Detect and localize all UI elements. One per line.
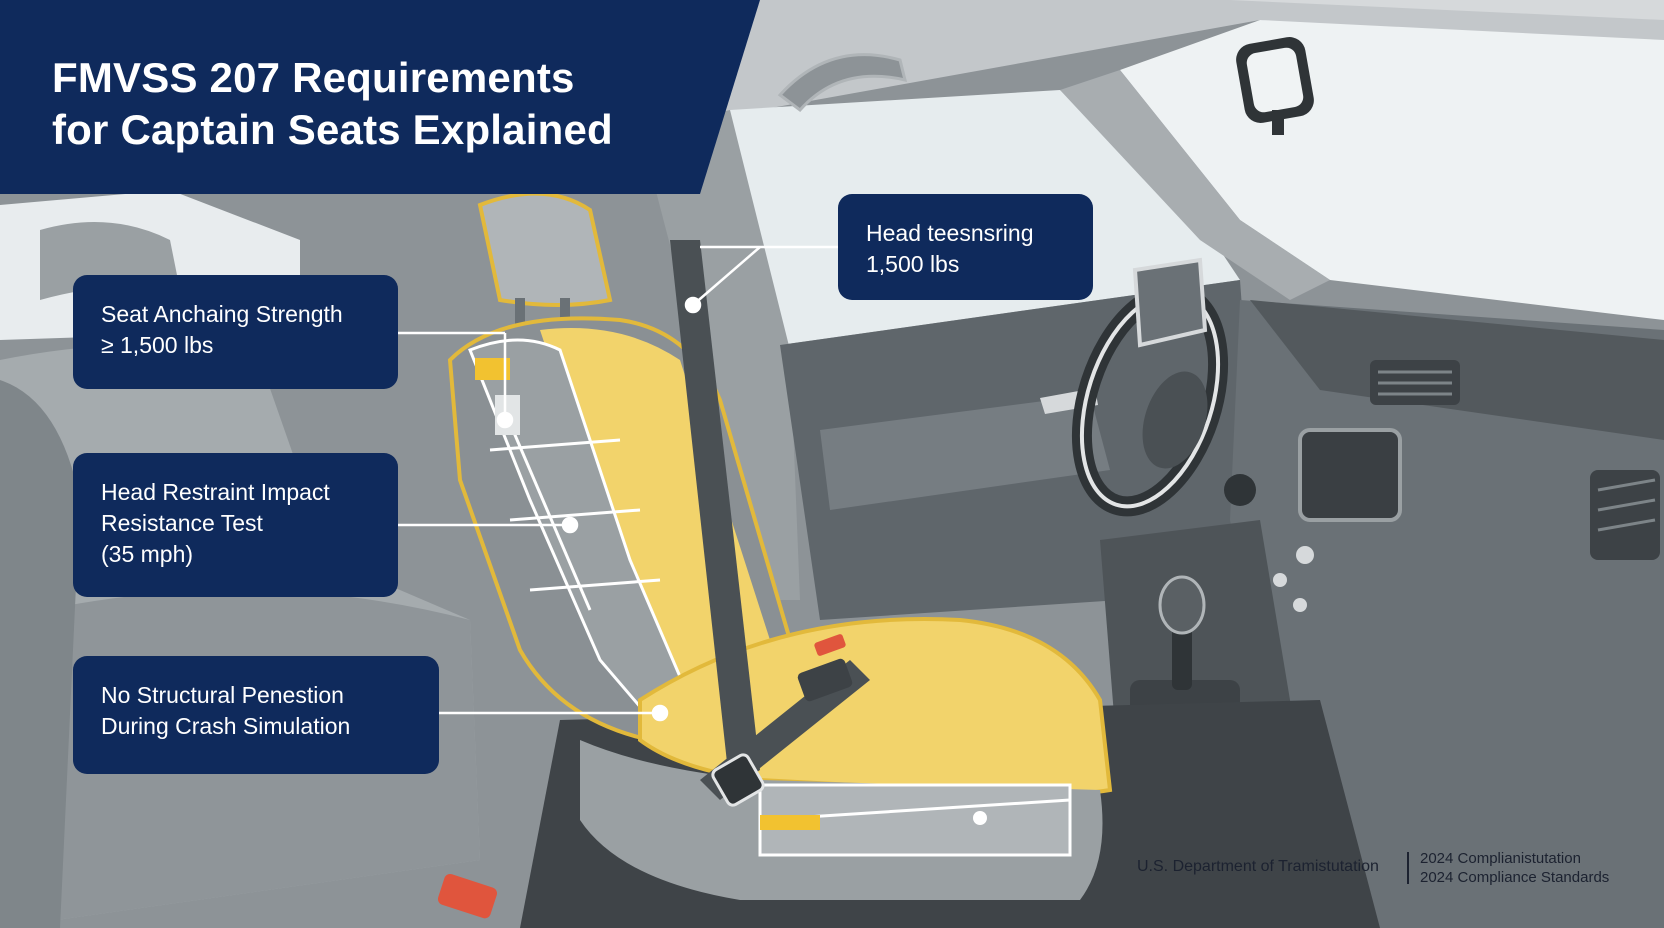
headrest-post xyxy=(515,298,525,328)
rearview-mirror-icon xyxy=(1236,37,1314,135)
console-knob xyxy=(1273,573,1287,587)
callout-text: No Structural Penestion xyxy=(101,682,344,708)
connector-dot xyxy=(684,296,702,314)
callout-text: Seat Anchaing Strength xyxy=(101,301,343,327)
headrest-post xyxy=(560,298,570,328)
seatbelt-buckle-icon xyxy=(711,634,853,807)
side-mirror xyxy=(1132,257,1208,348)
footer-divider xyxy=(1407,852,1409,884)
infotainment-screen xyxy=(1298,428,1402,522)
grab-handle xyxy=(777,53,908,113)
callout-no-penetration: No Structural Penestion During Crash Sim… xyxy=(73,656,439,774)
title-banner: FMVSS 207 Requirements for Captain Seats… xyxy=(0,0,760,194)
roof-edge xyxy=(740,0,1664,20)
callout-seat-anchorage: Seat Anchaing Strength ≥ 1,500 lbs xyxy=(73,275,398,389)
connector-dot xyxy=(561,516,579,534)
page-title: FMVSS 207 Requirements for Captain Seats… xyxy=(52,52,732,156)
callout-text: Head teesnsring xyxy=(866,220,1034,246)
footer-standards: 2024 Complianistutation 2024 Compliance … xyxy=(1420,849,1609,887)
seatbelt-latch-rear xyxy=(437,874,498,919)
footer-line-1: 2024 Complianistutation xyxy=(1420,850,1581,867)
callout-head-tensioning: Head teesnsring 1,500 lbs xyxy=(838,194,1093,300)
connector-dot xyxy=(651,704,669,722)
title-line-1: FMVSS 207 Requirements xyxy=(52,54,575,101)
title-line-2: for Captain Seats Explained xyxy=(52,106,613,153)
callout-text: 1,500 lbs xyxy=(866,251,960,277)
console-knob xyxy=(1293,598,1307,612)
callout-text: During Crash Simulation xyxy=(101,713,351,739)
callout-head-restraint: Head Restraint Impact Resistance Test (3… xyxy=(73,453,398,597)
footer-line-2: 2024 Compliance Standards xyxy=(1420,869,1610,886)
console-knob xyxy=(1296,546,1314,564)
door-armrest xyxy=(820,395,1110,510)
captain-seat xyxy=(447,191,1113,900)
rear-seat-side xyxy=(0,380,80,928)
a-pillar xyxy=(1060,70,1330,300)
callout-text: Resistance Test xyxy=(101,510,263,536)
frame-bracket xyxy=(475,358,510,380)
headliner xyxy=(700,0,1664,190)
connector-dot xyxy=(496,411,514,429)
air-vent-icon xyxy=(1370,360,1460,405)
footer-source: U.S. Department of Tramistutation xyxy=(1137,858,1379,875)
callout-text: ≥ 1,500 lbs xyxy=(101,332,214,358)
seatbelt-strap xyxy=(670,240,760,790)
seat-headrest xyxy=(477,191,613,307)
callout-connectors xyxy=(398,245,838,722)
seat-rail-bracket xyxy=(760,815,820,830)
side-air-vent-icon xyxy=(1590,470,1660,560)
seat-rail-bolt xyxy=(973,811,987,825)
b-pillar xyxy=(640,110,800,600)
callout-text: (35 mph) xyxy=(101,541,194,567)
callout-text: Head Restraint Impact xyxy=(101,479,330,505)
